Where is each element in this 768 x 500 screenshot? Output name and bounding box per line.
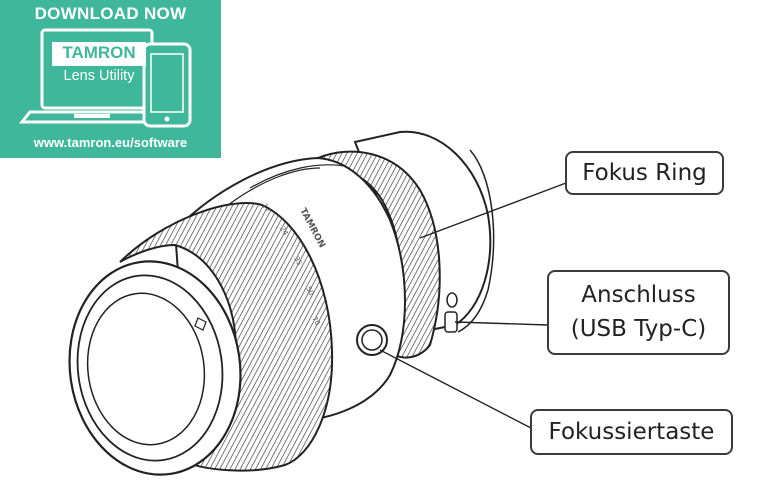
focus-ring	[317, 150, 441, 359]
callout-port-line1: Anschluss	[581, 282, 696, 308]
callout-focus-button-label: Fokussiertaste	[548, 419, 715, 445]
lens-front	[68, 260, 242, 476]
banner-title: DOWNLOAD NOW	[34, 4, 187, 23]
focal-mark: 35	[292, 255, 303, 267]
focal-mark: 17	[260, 202, 271, 214]
banner-url[interactable]: www.tamron.eu/software	[33, 135, 188, 150]
callout-focus-ring-label: Fokus Ring	[582, 160, 707, 186]
laptop-and-phone-icon	[18, 28, 192, 128]
leader-lines	[379, 182, 567, 429]
focal-mark: 70	[310, 315, 321, 327]
banner-brand: TAMRON	[62, 43, 136, 62]
leader-focus-button	[379, 349, 532, 429]
callout-usb-port: Anschluss (USB Typ-C)	[547, 270, 730, 355]
banner-product: Lens Utility	[63, 68, 135, 84]
focal-mark: 50	[304, 285, 315, 297]
leader-focus-ring	[419, 182, 567, 239]
callout-focus-button: Fokussiertaste	[530, 409, 733, 455]
focus-button	[356, 324, 388, 356]
leader-port	[454, 321, 549, 326]
callout-focus-ring: Fokus Ring	[565, 151, 724, 195]
download-banner[interactable]: DOWNLOAD NOW TAMRON Lens Utility www.tam…	[0, 0, 221, 158]
zoom-ring	[119, 202, 334, 472]
focal-mark: 24	[278, 225, 290, 237]
callout-port-line2: (USB Typ-C)	[570, 316, 707, 342]
